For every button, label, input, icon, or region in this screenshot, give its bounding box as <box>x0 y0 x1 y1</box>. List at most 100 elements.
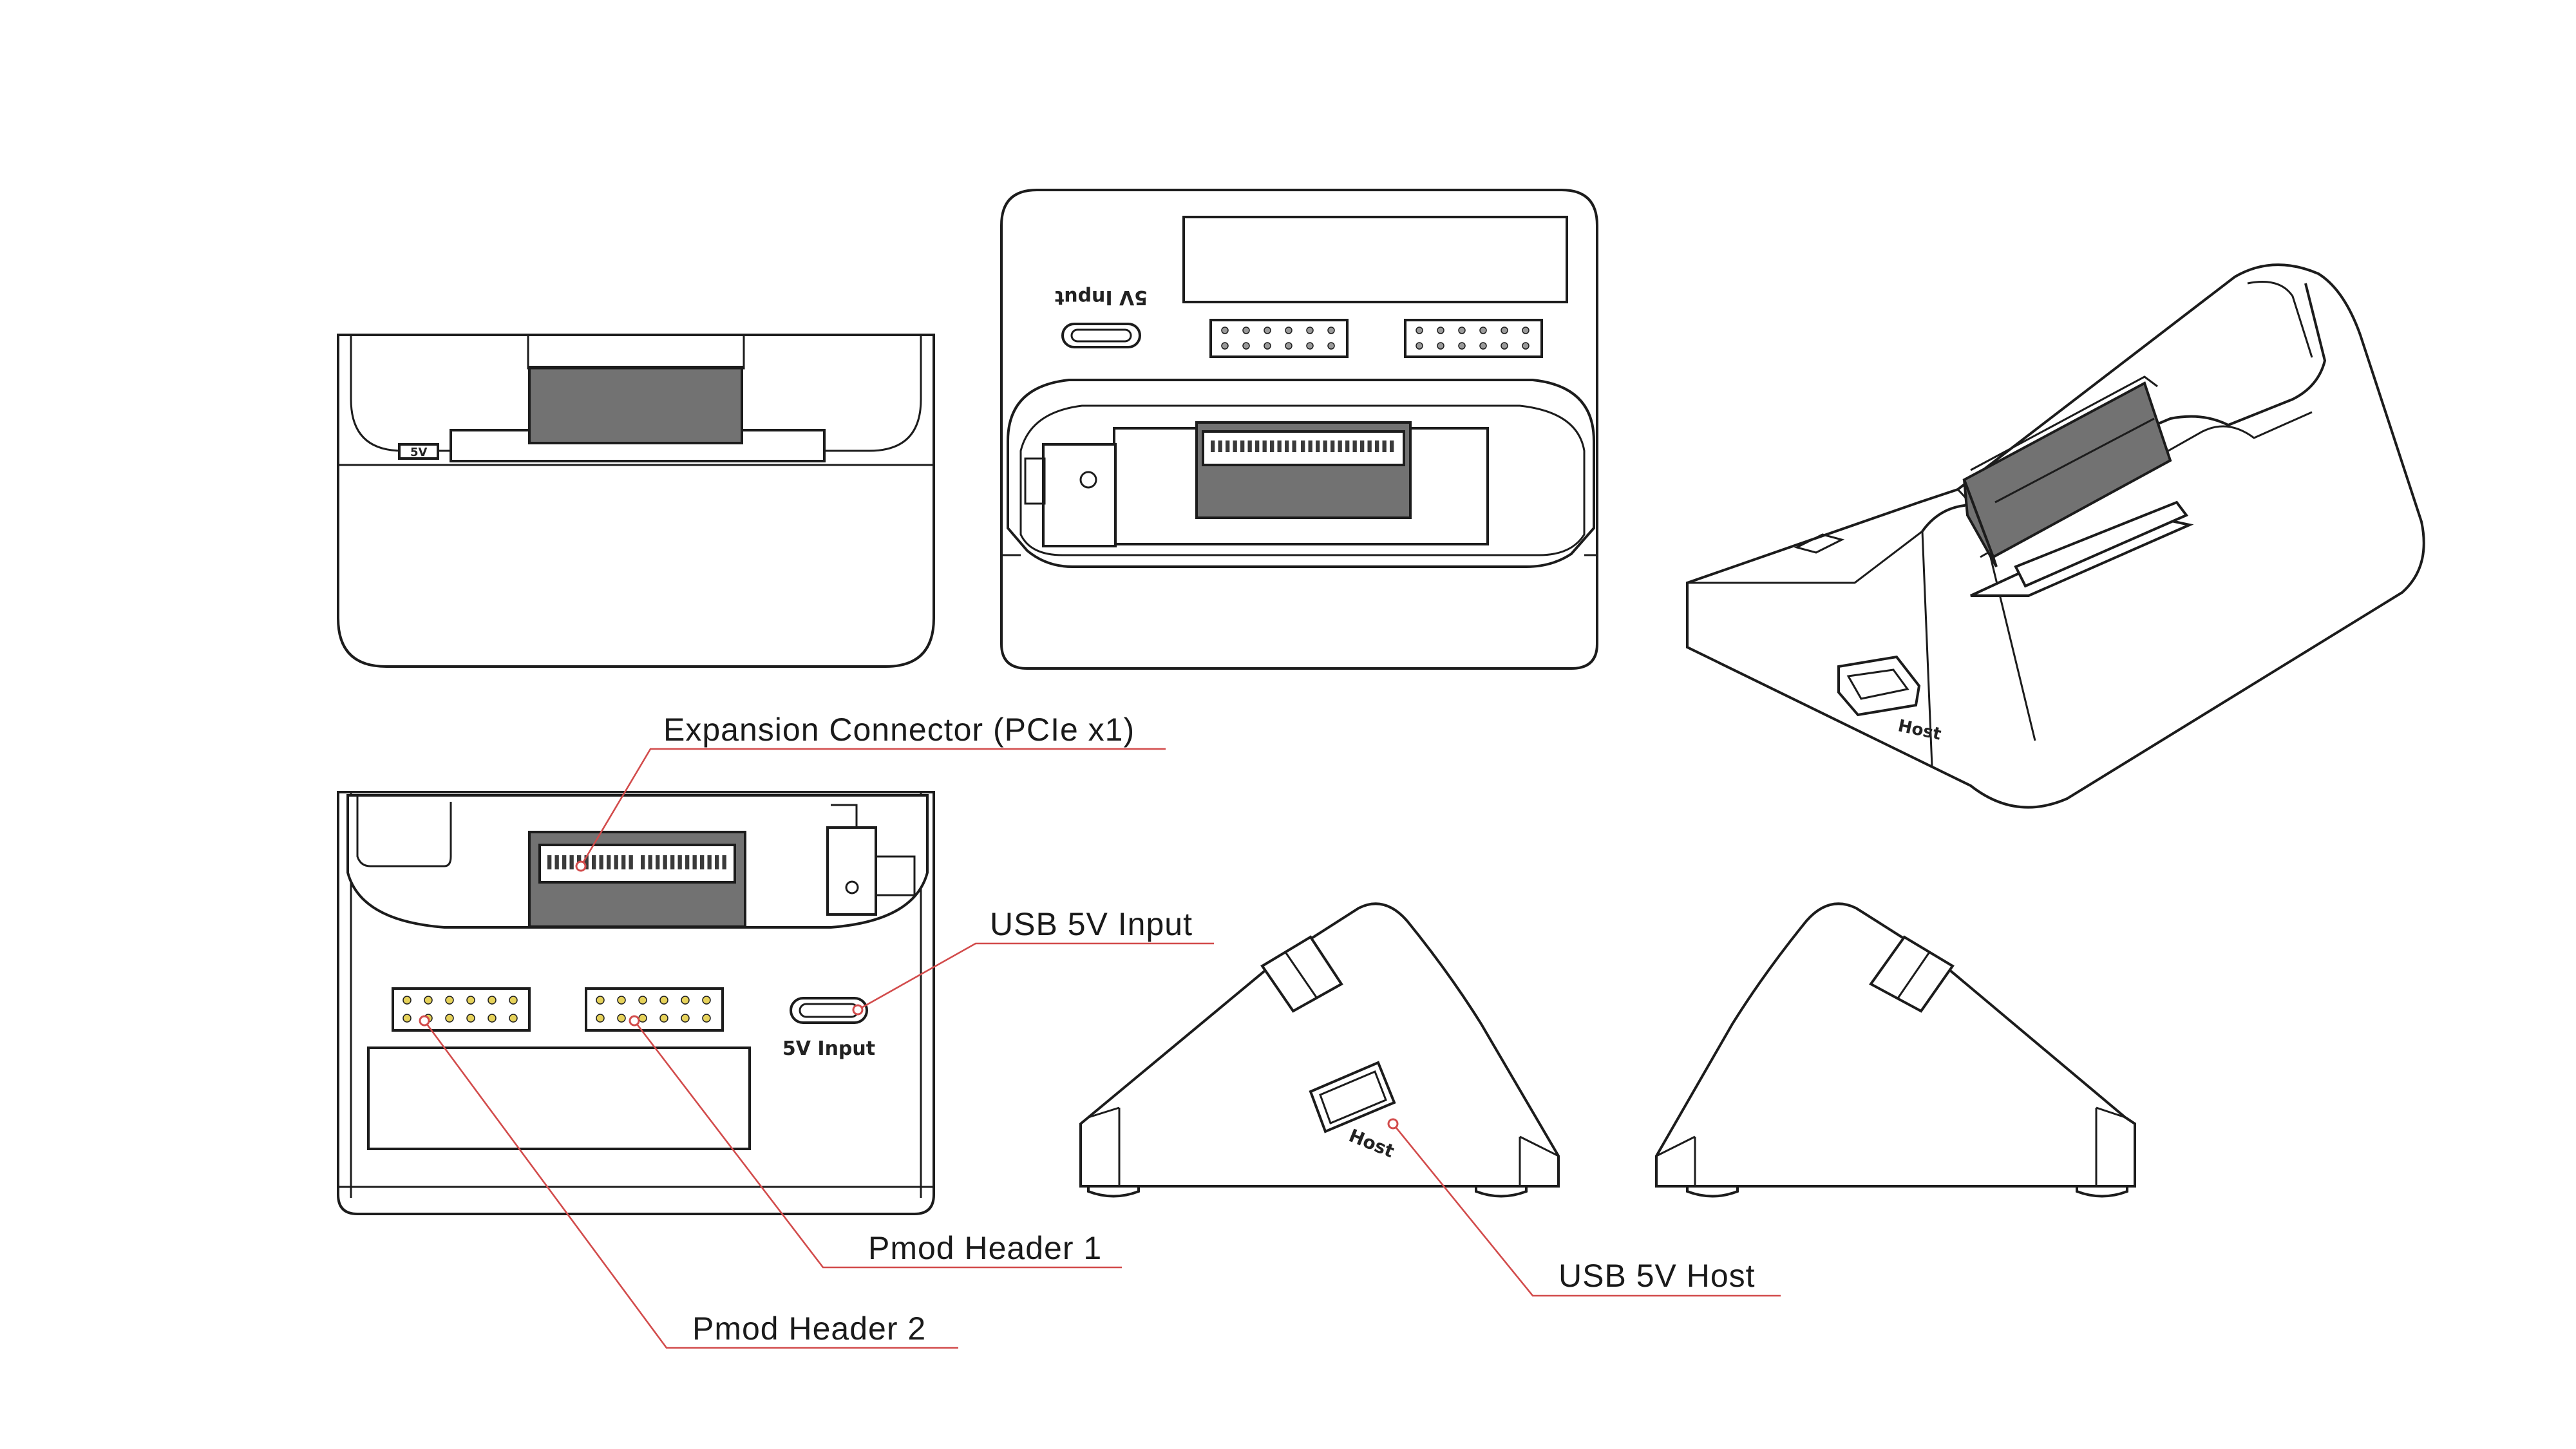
connector-contact <box>1367 440 1372 452</box>
connector-contact <box>1390 440 1394 452</box>
front-view: 5V Input <box>337 791 935 1215</box>
connector-contact <box>715 855 719 869</box>
connector-contact <box>1323 440 1327 452</box>
connector-contact <box>700 855 705 869</box>
connector-contact <box>562 855 567 869</box>
connector-contact <box>1255 440 1260 452</box>
connector-contact <box>584 855 589 869</box>
header-pin <box>702 996 711 1005</box>
front-5v-input-engraving: 5V Input <box>782 1037 875 1060</box>
connector-contact <box>1331 440 1335 452</box>
header-pin <box>596 1014 605 1023</box>
front-view-mirrored: 5V Input <box>1000 189 1598 670</box>
header-pin <box>1522 342 1530 350</box>
header-pin <box>1501 327 1508 334</box>
connector-contact <box>1308 440 1312 452</box>
connector-contact <box>692 855 697 869</box>
header-pin <box>681 1014 690 1023</box>
header-pin <box>1501 342 1508 350</box>
header-pin <box>445 996 454 1005</box>
header-pin <box>488 996 497 1005</box>
header-pin <box>1264 327 1271 334</box>
header-pin <box>402 1014 412 1023</box>
connector-contact <box>554 855 559 869</box>
header-pin <box>617 1014 626 1023</box>
header-pin <box>488 1014 497 1023</box>
header-pin <box>1437 342 1444 350</box>
connector-contact <box>641 855 645 869</box>
connector-contact <box>685 855 690 869</box>
header-pin <box>1285 327 1293 334</box>
connector-contact <box>1211 440 1215 452</box>
side-view-left: Host <box>1079 902 1560 1198</box>
header-pin <box>509 1014 518 1023</box>
header-pin <box>1479 342 1487 350</box>
back-view: 5V <box>337 334 935 668</box>
connector-contact <box>1345 440 1350 452</box>
header-pin <box>681 996 690 1005</box>
header-pin <box>445 1014 454 1023</box>
connector-contact <box>599 855 603 869</box>
connector-contact <box>1360 440 1365 452</box>
header-pin <box>1264 342 1271 350</box>
connector-contact <box>621 855 626 869</box>
iso-usb-a-port <box>1837 655 1921 717</box>
header-pin <box>1416 327 1423 334</box>
usb-c-port-top-view <box>1061 323 1141 348</box>
header-pin <box>1479 327 1487 334</box>
connector-contact <box>592 855 596 869</box>
header-pin <box>638 1014 647 1023</box>
header-pin <box>1221 342 1229 350</box>
header-pin <box>466 996 475 1005</box>
connector-contact <box>1375 440 1379 452</box>
header-pin <box>1437 327 1444 334</box>
callout-usb-5v-input: USB 5V Input <box>852 906 1214 1016</box>
connector-contact <box>1233 440 1237 452</box>
header-pin <box>1327 327 1335 334</box>
header-pin <box>509 996 518 1005</box>
connector-contact <box>629 855 633 869</box>
connector-contact <box>663 855 667 869</box>
callout-expansion-connector: Expansion Connector (PCIe x1) <box>575 712 1166 872</box>
callout-pmod-header-2-label: Pmod Header 2 <box>692 1311 926 1347</box>
header-pin <box>1242 327 1250 334</box>
header-pin <box>1458 327 1466 334</box>
header-pin <box>424 996 433 1005</box>
header-pin <box>1306 327 1314 334</box>
header-pin <box>659 1014 668 1023</box>
pmod-header-top-right <box>1404 319 1543 358</box>
header-pin <box>1522 327 1530 334</box>
header-pin <box>638 996 647 1005</box>
back-view-connector-block <box>528 366 743 444</box>
connector-contact <box>656 855 660 869</box>
connector-contact <box>1277 440 1282 452</box>
connector-contact <box>1301 440 1305 452</box>
connector-contact <box>1262 440 1267 452</box>
connector-contact <box>648 855 652 869</box>
header-pin <box>1285 342 1293 350</box>
callout-pmod-header-1-label: Pmod Header 1 <box>868 1230 1102 1266</box>
header-pin <box>1327 342 1335 350</box>
connector-contact <box>1218 440 1222 452</box>
header-pin <box>1306 342 1314 350</box>
connector-contact <box>569 855 574 869</box>
connector-contact <box>1292 440 1296 452</box>
connector-contact <box>1338 440 1342 452</box>
connector-contact <box>1247 440 1252 452</box>
isometric-view: Host <box>1686 263 2425 809</box>
header-pin <box>1458 342 1466 350</box>
connector-contact <box>1382 440 1387 452</box>
side-view-right <box>1655 902 2136 1198</box>
pmod-header-top-left <box>1209 319 1349 358</box>
connector-contact <box>1352 440 1357 452</box>
connector-contact <box>1285 440 1289 452</box>
callout-expansion-connector-label: Expansion Connector (PCIe x1) <box>663 712 1135 748</box>
callout-usb-5v-host: USB 5V Host <box>1387 1118 1781 1297</box>
header-pin <box>1221 327 1229 334</box>
connector-contact <box>607 855 611 869</box>
callout-usb-5v-host-label: USB 5V Host <box>1558 1258 1756 1294</box>
header-pin <box>402 996 412 1005</box>
callout-pmod-header-1: Pmod Header 1 <box>629 1015 1122 1269</box>
side-usb-a-port <box>1309 1061 1396 1133</box>
connector-contact <box>722 855 726 869</box>
